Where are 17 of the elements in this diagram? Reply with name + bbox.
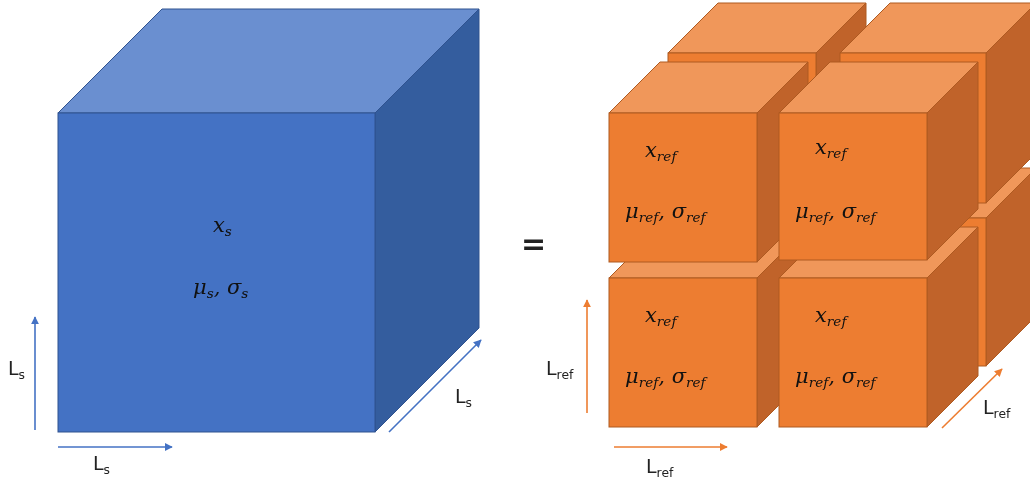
parameter-label: μ$_{ref}$, σ$_{ref}$ [795, 199, 876, 226]
dimension-label: L$_{ref}$ [646, 455, 674, 481]
dimension-label: L$_{s}$ [455, 385, 473, 411]
parameter-label: μ$_{ref}$, σ$_{ref}$ [625, 364, 706, 391]
variable-label: x$_{ref}$ [815, 303, 847, 330]
variable-label: x$_{s}$ [213, 213, 232, 240]
parameter-label: μ$_{s}$, σ$_{s}$ [193, 275, 249, 302]
variable-label: x$_{ref}$ [645, 303, 677, 330]
parameter-label: μ$_{ref}$, σ$_{ref}$ [795, 364, 876, 391]
dimension-label: L$_{s}$ [8, 357, 26, 383]
dimension-label: L$_{s}$ [93, 452, 111, 478]
parameter-label: μ$_{ref}$, σ$_{ref}$ [625, 199, 706, 226]
dimension-label: L$_{ref}$ [546, 357, 574, 383]
variable-label: x$_{ref}$ [645, 138, 677, 165]
equals-sign: = [521, 226, 547, 262]
dimension-label: L$_{ref}$ [983, 396, 1011, 422]
variable-label: x$_{ref}$ [815, 135, 847, 162]
